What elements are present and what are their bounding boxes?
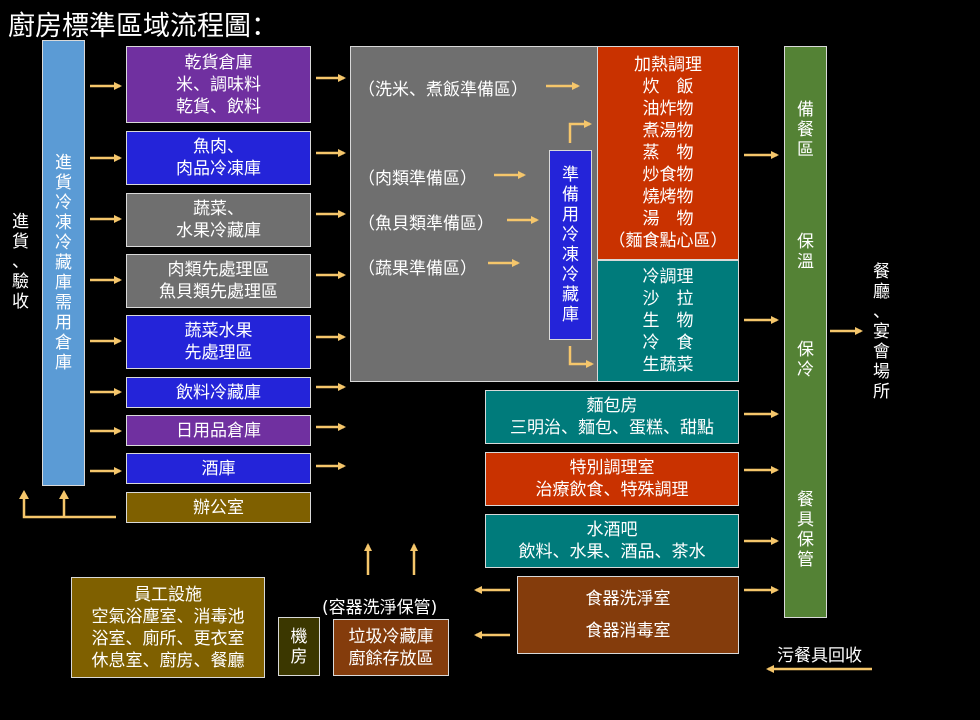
staff-facilities-line: 休息室、廚房、餐廳: [91, 650, 245, 671]
daily-goods-warehouse: 日用品倉庫: [126, 415, 311, 446]
vegetable-fridge: 蔬菜、水果冷藏庫: [126, 193, 311, 247]
hot-cooking-line: 炊 飯: [642, 77, 694, 97]
serving-section-text: 餐具保管: [797, 490, 814, 570]
storage-box-line: 飲料冷藏庫: [176, 382, 261, 403]
cold-cooking-line: 冷 食: [642, 333, 694, 353]
serving-section-text: 保溫: [797, 232, 814, 272]
receiving-label: 進貨、驗收: [12, 212, 29, 312]
serving-section-warm: 保溫: [784, 232, 827, 272]
veg-preprocess-area: 蔬菜水果先處理區: [126, 315, 311, 369]
container-storage-label: (容器洗淨保管): [322, 598, 438, 618]
serving-section-text: 備餐區: [797, 100, 814, 160]
wine-cellar: 酒庫: [126, 453, 311, 484]
hot-cooking-line: 煮湯物: [642, 121, 694, 141]
storage-box-line: 米、調味料: [176, 74, 261, 95]
hot-cooking-line: （麵食點心區）: [608, 231, 728, 251]
serving-section-text: 保冷: [797, 340, 814, 380]
prep-area-rice: （洗米、煮飯準備區）: [358, 80, 528, 100]
cold-cooking-line: 生 物: [642, 311, 694, 331]
special-kitchen-line: 治療飲食、特殊調理: [535, 480, 689, 500]
prep-cold-storage-text: 準備用冷凍冷藏庫: [562, 165, 579, 325]
receiving-text: 進貨、驗收: [12, 212, 29, 312]
water-bar: 水酒吧飲料、水果、酒品、茶水: [485, 514, 739, 568]
prep-area-seafood: （魚貝類準備區）: [358, 214, 494, 234]
hot-cooking-line: 燒烤物: [642, 187, 694, 207]
dish-washing-line: 食器消毒室: [585, 621, 671, 641]
storage-box-line: 日用品倉庫: [176, 420, 261, 441]
office: 辦公室: [126, 492, 311, 523]
machine-room: 機房: [278, 617, 320, 676]
prep-area-meat: （肉類準備區）: [358, 169, 477, 189]
serving-section-utensils: 餐具保管: [784, 490, 827, 570]
bakery: 麵包房三明治、麵包、蛋糕、甜點: [485, 390, 739, 444]
cold-cooking-area: 冷調理沙 拉生 物冷 食生蔬菜: [597, 260, 739, 382]
staff-facilities-line: 空氣浴塵室、消毒池: [91, 606, 245, 627]
hot-cooking-line: 湯 物: [642, 209, 694, 229]
storage-box-line: 蔬菜水果: [184, 321, 253, 341]
storage-column: 進貨冷凍冷藏庫需用倉庫: [42, 40, 85, 486]
storage-box-line: 乾貨倉庫: [184, 52, 253, 73]
serving-column: [784, 46, 827, 618]
hot-cooking-line: 炒食物: [642, 165, 694, 185]
hot-cooking-area: 加熱調理炊 飯油炸物煮湯物蒸 物炒食物燒烤物湯 物（麵食點心區）: [597, 46, 739, 260]
storage-box-line: 乾貨、飲料: [176, 96, 261, 117]
serving-section-cold: 保冷: [784, 340, 827, 380]
machine-room-text: 機房: [290, 626, 308, 667]
garbage-line: 廚餘存放區: [348, 648, 434, 669]
storage-box-line: 先處理區: [184, 343, 253, 363]
bakery-line: 麵包房: [586, 396, 638, 416]
storage-box-line: 魚肉、: [193, 137, 244, 157]
storage-box-line: 辦公室: [193, 497, 244, 518]
staff-facilities: 員工設施空氣浴塵室、消毒池浴室、廁所、更衣室休息室、廚房、餐廳: [71, 577, 265, 678]
hot-cooking-line: 加熱調理: [634, 55, 702, 75]
beverage-fridge: 飲料冷藏庫: [126, 377, 311, 408]
dining-label: 餐廳、宴會場所: [873, 262, 890, 402]
hot-cooking-line: 蒸 物: [642, 143, 694, 163]
special-kitchen: 特別調理室治療飲食、特殊調理: [485, 452, 739, 506]
prep-area-produce: （蔬果準備區）: [358, 259, 477, 279]
meat-freezer: 魚肉、肉品冷凍庫: [126, 131, 311, 185]
serving-section-prep: 備餐區: [784, 100, 827, 160]
storage-box-line: 蔬菜、: [193, 199, 244, 219]
dining-text: 餐廳、宴會場所: [873, 262, 890, 402]
storage-box-line: 魚貝類先處理區: [159, 282, 278, 302]
dish-washing-room: 食器洗淨室食器消毒室: [517, 576, 739, 654]
hot-cooking-line: 油炸物: [642, 99, 694, 119]
storage-column-text: 進貨冷凍冷藏庫需用倉庫: [55, 153, 72, 373]
dirty-dish-return-label: 污餐具回收: [777, 646, 862, 666]
storage-box-line: 肉類先處理區: [167, 260, 270, 280]
dry-goods-warehouse: 乾貨倉庫米、調味料乾貨、飲料: [126, 46, 311, 123]
cold-cooking-line: 生蔬菜: [642, 355, 694, 375]
page-title: 廚房標準區域流程圖：: [8, 11, 278, 42]
garbage-line: 垃圾冷藏庫: [348, 626, 434, 647]
special-kitchen-line: 特別調理室: [569, 458, 655, 478]
staff-facilities-line: 浴室、廁所、更衣室: [91, 628, 245, 649]
meat-preprocess-area: 肉類先處理區魚貝類先處理區: [126, 254, 311, 308]
water-bar-line: 水酒吧: [586, 520, 638, 540]
water-bar-line: 飲料、水果、酒品、茶水: [518, 542, 706, 562]
prep-cold-storage: 準備用冷凍冷藏庫: [549, 150, 592, 340]
bakery-line: 三明治、麵包、蛋糕、甜點: [510, 418, 714, 438]
storage-box-line: 肉品冷凍庫: [176, 159, 261, 179]
garbage-storage: 垃圾冷藏庫廚餘存放區: [333, 619, 449, 676]
storage-box-line: 酒庫: [201, 458, 236, 479]
cold-cooking-line: 沙 拉: [642, 289, 694, 309]
cold-cooking-line: 冷調理: [642, 267, 694, 287]
dish-washing-line: 食器洗淨室: [585, 589, 671, 609]
staff-facilities-line: 員工設施: [134, 584, 202, 605]
storage-box-line: 水果冷藏庫: [176, 221, 261, 241]
